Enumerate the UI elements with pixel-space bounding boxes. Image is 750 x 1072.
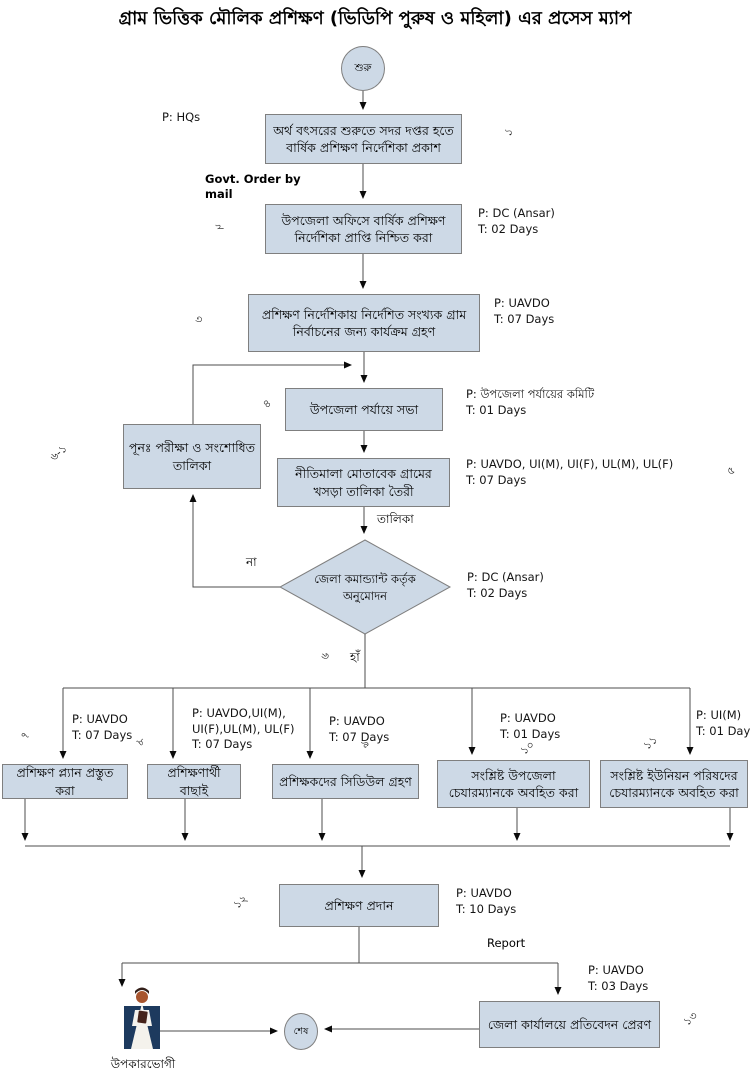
step-11-box: সংশ্লিষ্ট ইউনিয়ন পরিষদের চেযারম্যানকে অ…: [600, 760, 748, 808]
start-terminal: শুরু: [341, 46, 385, 91]
step-9-box: প্রশিক্ষকদের সিডিউল গ্রহণ: [272, 764, 419, 799]
edge-revision-merge: [192, 361, 352, 424]
annotation-5: P: UAVDO, UI(M), UI(F), UL(M), UL(F)T: 0…: [466, 457, 673, 488]
page-title: গ্রাম ভিত্তিক মৌলিক প্রশিক্ষণ (ভিডিপি পু…: [118, 8, 632, 29]
annotation-11-p: P: UI(M): [696, 708, 742, 722]
edge-label-talika: তালিকা: [377, 512, 414, 526]
step-4-box: উপজেলা পর্যায়ে সভা: [285, 388, 443, 431]
step-12-box: প্রশিক্ষণ প্রদান: [279, 884, 439, 927]
step-2-box: উপজেলা অফিসে বার্ষিক প্রশিক্ষণ নির্দেশিক…: [265, 204, 462, 254]
annotation-9-p: P: UAVDO: [329, 714, 385, 728]
step-13-box: জেলা কার্যালয়ে প্রতিবেদন প্রেরণ: [479, 1001, 660, 1048]
annotation-8-p: P: UAVDO,UI(M), UI(F),UL(M), UL(F): [192, 706, 295, 736]
edge-label-report: Report: [487, 936, 526, 950]
annotation-7-p: P: UAVDO: [72, 712, 128, 726]
beneficiary-label: উপকারভোগী: [110, 1057, 176, 1071]
annotation-13-t: T: 03 Days: [588, 978, 649, 993]
annotation-2-t: T: 02 Days: [478, 221, 539, 236]
annotation-9-t: T: 07 Days: [329, 729, 390, 744]
step-3-box: প্রশিক্ষণ নির্দেশিকায় নির্দেশিত সংখ্যক …: [248, 294, 480, 352]
annotation-10-p: P: UAVDO: [500, 711, 556, 725]
annotation-3-t: T: 07 Days: [494, 311, 555, 326]
step-1-box: অর্থ বৎসরের শুরুতে সদর দপ্তর হতে বার্ষিক…: [265, 114, 462, 164]
annotation-6: P: DC (Ansar)T: 02 Days: [467, 570, 544, 601]
edge-approval-no-revision: [189, 494, 280, 588]
step-5-box: নীতিমালা মোতাবেক গ্রামের খসড়া তালিকা তৈ…: [277, 458, 450, 507]
annotation-5-p: P: UAVDO, UI(M), UI(F), UL(M), UL(F): [466, 457, 674, 471]
step-10-box: সংশ্লিষ্ট উপজেলা চেযারম্যানকে অবহিত করা: [437, 760, 590, 808]
figure-hair: [135, 987, 149, 994]
annotation-8-t: T: 07 Days: [192, 737, 253, 752]
annotation-6-p: P: DC (Ansar): [467, 570, 544, 584]
approval-diamond-label: জেলা কমান্ড্যান্ট কর্তৃক অনুমোদন: [314, 572, 416, 603]
annotation-4-t: T: 01 Days: [466, 402, 527, 417]
edge-label-no: না: [246, 555, 257, 569]
annotation-1-p: P: HQs: [162, 110, 201, 124]
annotation-10-t: T: 01 Days: [500, 726, 561, 741]
annotation-4: P: উপজেলা পর্যায়ের কমিটিT: 01 Days: [466, 387, 594, 418]
figure-head: [136, 991, 148, 1003]
annotation-6-t: T: 02 Days: [467, 585, 528, 600]
beneficiary-figure: [124, 987, 160, 1049]
step-8-box: প্রশিক্ষণার্থী বাছাই: [147, 764, 241, 799]
annotation-2: P: DC (Ansar)T: 02 Days: [478, 206, 555, 237]
annotation-1: P: HQs: [162, 110, 200, 126]
revision-box: পূনঃ পরীক্ষা ও সংশোধিত তালিকা: [123, 424, 261, 489]
annotation-11: P: UI(M)T: 01 Days: [696, 708, 750, 739]
edge-label-yes: হাঁ: [350, 650, 360, 664]
end-terminal: শেষ: [284, 1013, 318, 1050]
annotation-11-t: T: 01 Days: [696, 723, 750, 738]
annotation-3-p: P: UAVDO: [494, 296, 550, 310]
annotation-2-p: P: DC (Ansar): [478, 206, 555, 220]
annotation-7-t: T: 07 Days: [72, 727, 133, 742]
annotation-12-p: P: UAVDO: [456, 886, 512, 900]
figure-book: [137, 1010, 148, 1024]
annotation-8: P: UAVDO,UI(M), UI(F),UL(M), UL(F)T: 07 …: [192, 706, 306, 753]
annotation-12-t: T: 10 Days: [456, 901, 517, 916]
annotation-4-p: P: উপজেলা পর্যায়ের কমিটি: [466, 387, 595, 401]
step-7-box: প্রশিক্ষণ প্ল্যান প্রস্তুত করা: [2, 764, 128, 799]
annotation-13-p: P: UAVDO: [588, 963, 644, 977]
edge-label-govt-order: Govt. Order by mail: [205, 172, 301, 201]
annotation-5-t: T: 07 Days: [466, 472, 527, 487]
